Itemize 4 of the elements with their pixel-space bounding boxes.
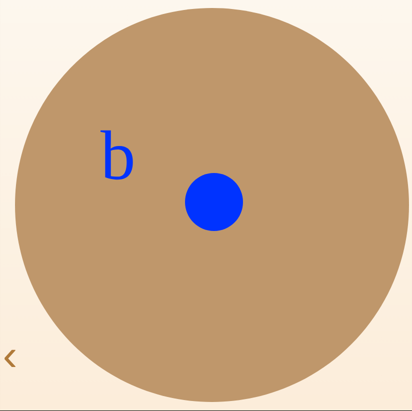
letter-label: b (100, 130, 133, 180)
dot (185, 173, 243, 231)
back-chevron: ‹ (4, 350, 16, 368)
disc (15, 8, 409, 402)
